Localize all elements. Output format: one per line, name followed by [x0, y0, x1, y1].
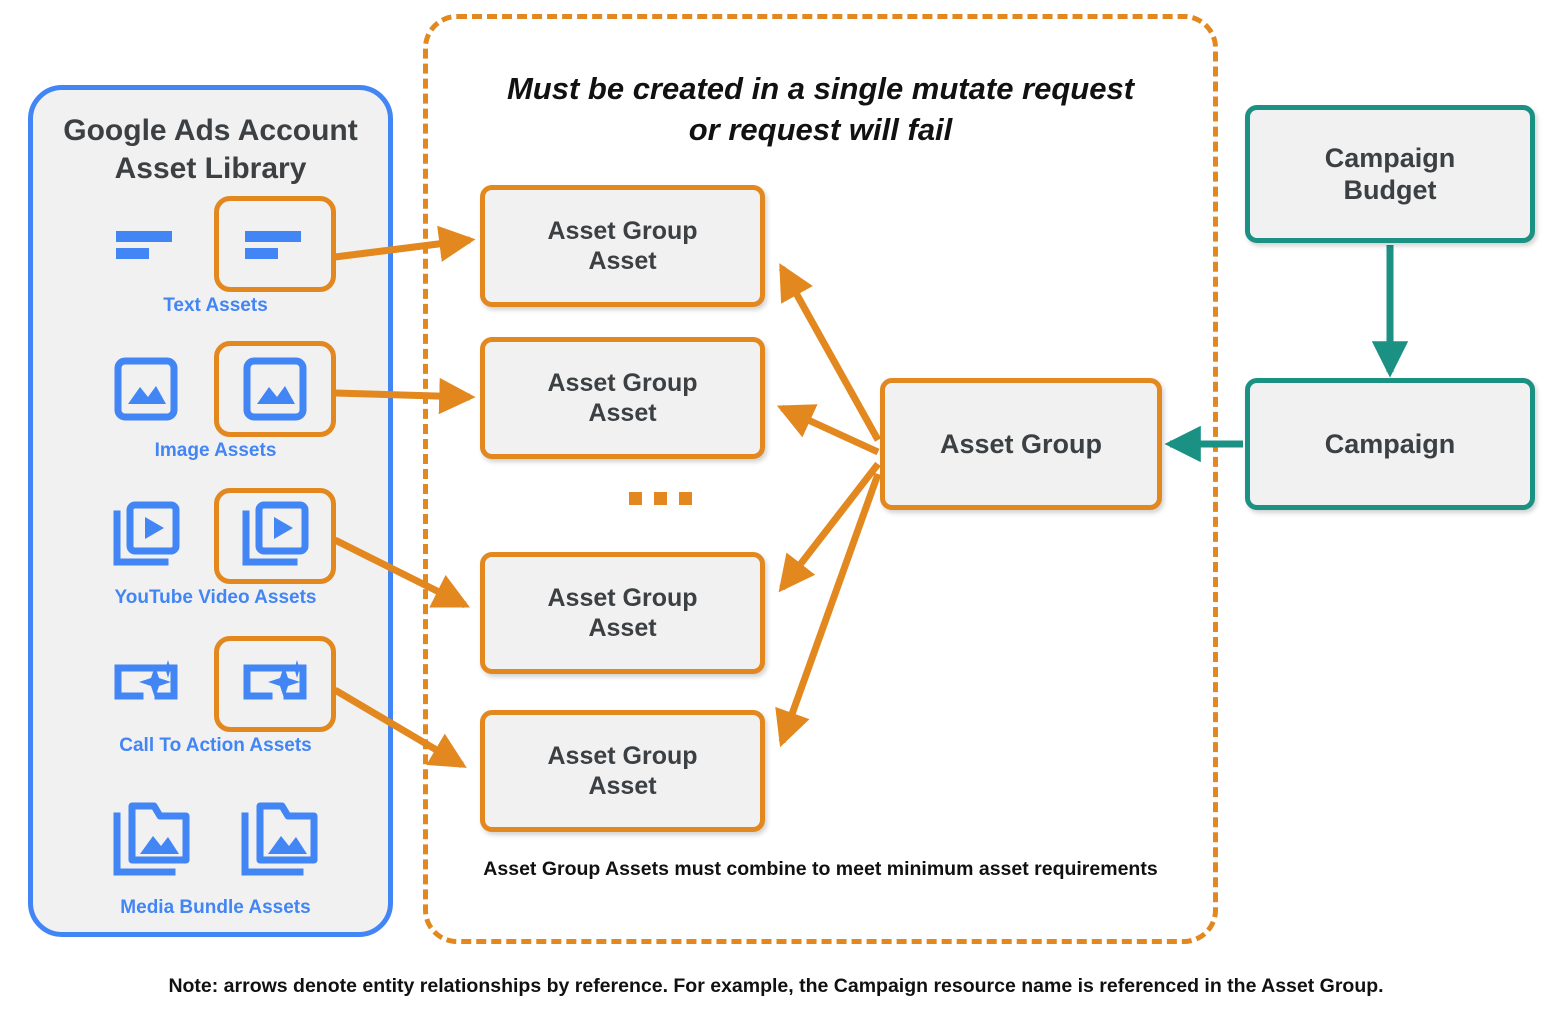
- text-asset-icon-selected[interactable]: [213, 196, 336, 292]
- asset-label-media-bundle: Media Bundle Assets: [120, 897, 311, 918]
- image-asset-icon-selected[interactable]: [213, 341, 336, 437]
- ellipsis-indicator: [629, 492, 692, 505]
- asset-icons-youtube: [33, 487, 398, 585]
- mutate-region-title: Must be created in a single mutate reque…: [458, 69, 1183, 151]
- asset-group-asset-2-line2: Asset: [588, 399, 657, 427]
- campaign-node-label: Campaign: [1324, 428, 1456, 459]
- asset-label-youtube: YouTube Video Assets: [114, 587, 317, 608]
- asset-group-asset-4-line1: Asset Group: [547, 742, 698, 770]
- asset-group-node-label: Asset Group: [939, 428, 1103, 459]
- ellipsis-dot-2: [654, 492, 667, 505]
- ellipsis-dot-1: [629, 492, 642, 505]
- asset-label-image: Image Assets: [154, 440, 277, 461]
- asset-group-asset-3-line1: Asset Group: [547, 584, 698, 612]
- mutate-region-title-line1: Must be created in a single mutate reque…: [506, 71, 1135, 106]
- asset-group-asset-box-3[interactable]: Asset Group Asset: [480, 552, 765, 674]
- youtube-video-asset-icon-selected[interactable]: [213, 488, 336, 584]
- mutate-region-footnote: Asset Group Assets must combine to meet …: [483, 858, 1158, 880]
- campaign-node[interactable]: Campaign: [1245, 378, 1535, 510]
- asset-group-asset-2-line1: Asset Group: [547, 369, 698, 397]
- asset-group-asset-4-line2: Asset: [588, 772, 657, 800]
- campaign-budget-line1: Campaign: [1324, 142, 1456, 173]
- asset-row-text: Text Assets: [33, 195, 398, 317]
- asset-library-title-line2: Asset Library: [114, 152, 307, 186]
- asset-group-asset-box-1[interactable]: Asset Group Asset: [480, 185, 765, 307]
- call-to-action-asset-icon-plain: [96, 643, 196, 725]
- mutate-region-title-line2: or request will fail: [688, 111, 953, 147]
- campaign-budget-node[interactable]: Campaign Budget: [1245, 105, 1535, 243]
- asset-label-text: Text Assets: [163, 295, 268, 316]
- media-bundle-asset-icon-plain: [102, 799, 202, 881]
- footer-note: Note: arrows denote entity relationships…: [168, 975, 1384, 997]
- asset-group-asset-box-4[interactable]: Asset Group Asset: [480, 710, 765, 832]
- media-bundle-asset-icon-second: [230, 799, 330, 881]
- asset-group-asset-1-line2: Asset: [588, 247, 657, 275]
- ellipsis-dot-3: [679, 492, 692, 505]
- asset-row-youtube: YouTube Video Assets: [33, 487, 398, 609]
- text-asset-icon-plain: [96, 203, 196, 285]
- call-to-action-asset-icon-selected[interactable]: [213, 636, 336, 732]
- youtube-video-asset-icon-plain: [96, 495, 196, 577]
- asset-row-image: Image Assets: [33, 340, 398, 462]
- image-asset-icon-plain: [96, 348, 196, 430]
- asset-icons-text: [33, 195, 398, 293]
- asset-icons-image: [33, 340, 398, 438]
- asset-row-media-bundle: Media Bundle Assets: [33, 785, 398, 919]
- asset-library-title: Google Ads Account Asset Library: [33, 112, 388, 189]
- asset-library-panel: Google Ads Account Asset Library: [28, 85, 393, 937]
- campaign-budget-line2: Budget: [1343, 175, 1437, 205]
- asset-icons-media-bundle: [33, 785, 398, 895]
- asset-group-asset-1-line1: Asset Group: [547, 217, 698, 245]
- asset-group-asset-box-2[interactable]: Asset Group Asset: [480, 337, 765, 459]
- asset-group-node[interactable]: Asset Group: [880, 378, 1162, 510]
- asset-group-asset-3-line2: Asset: [588, 614, 657, 642]
- asset-library-title-line1: Google Ads Account: [63, 114, 358, 147]
- asset-label-cta: Call To Action Assets: [119, 735, 312, 756]
- asset-row-cta: Call To Action Assets: [33, 635, 398, 757]
- asset-icons-cta: [33, 635, 398, 733]
